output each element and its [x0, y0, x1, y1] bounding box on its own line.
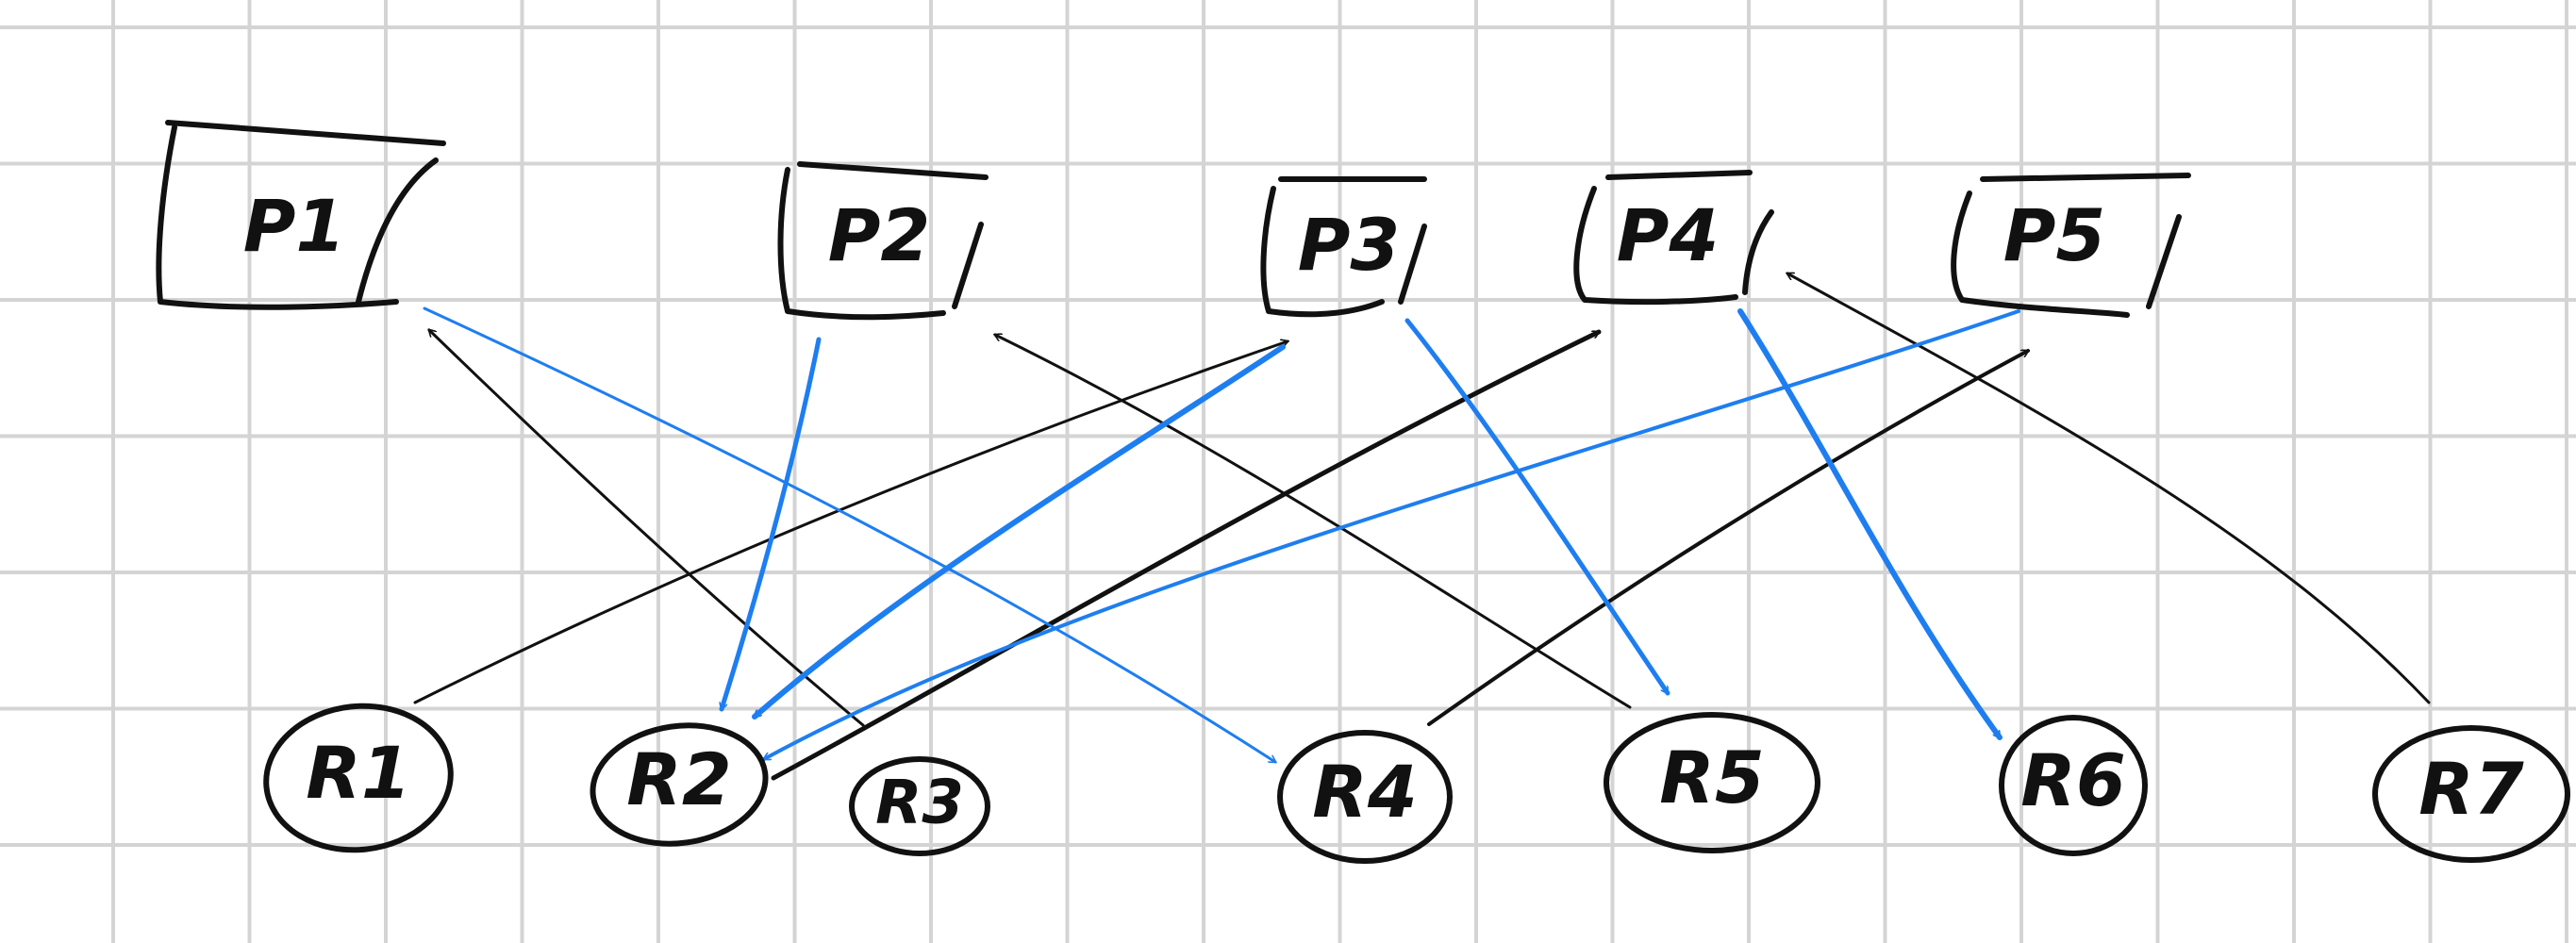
resource-label: R6 [2020, 738, 2125, 822]
edge-r7-to-p4 [1787, 272, 2431, 704]
process-label: P2 [828, 193, 931, 277]
edge-r4-to-p5 [1427, 349, 2028, 726]
edge-p5-to-r2 [764, 309, 2020, 761]
resource-r4: R4 [1277, 730, 1453, 864]
resource-r6: R6 [1999, 715, 2148, 856]
edge-p3-to-r5 [1404, 318, 1670, 696]
process-label: P3 [1298, 203, 1401, 287]
resource-label: R2 [626, 737, 731, 821]
resource-r3: R3 [849, 756, 990, 856]
edge-p1-to-r4 [423, 306, 1275, 764]
resource-r7: R7 [2372, 725, 2570, 863]
resource-label: R3 [875, 769, 964, 838]
process-p4: P4 [1573, 170, 1774, 306]
edge-p3-to-r2 [752, 344, 1286, 720]
edge-r5-to-p2 [995, 335, 1632, 709]
resource-label: R7 [2418, 747, 2524, 831]
resource-r5: R5 [1604, 712, 1820, 853]
edges [413, 272, 2431, 781]
edge-r1-to-p3 [413, 341, 1288, 704]
resources: R1 R2 R3 R4 R5 R6 R7 [263, 703, 2570, 864]
process-p1: P1 [156, 120, 446, 310]
resource-r1: R1 [263, 703, 454, 853]
processes: P1 P2 P3 P4 P5 [156, 120, 2191, 321]
edge-p2-to-r2 [722, 337, 822, 709]
process-label: P1 [243, 184, 346, 268]
resource-label: R5 [1659, 736, 1764, 819]
edge-p4-to-r6 [1737, 308, 2003, 740]
process-p3: P3 [1260, 176, 1427, 318]
resource-label: R1 [306, 731, 410, 815]
process-label: P4 [1617, 193, 1720, 277]
resource-r2: R2 [590, 722, 769, 847]
process-label: P5 [2003, 193, 2106, 277]
resource-label: R4 [1312, 750, 1417, 834]
process-p5: P5 [1951, 173, 2191, 318]
process-p2: P2 [777, 161, 989, 321]
edge-r2-to-p4 [771, 329, 1602, 781]
